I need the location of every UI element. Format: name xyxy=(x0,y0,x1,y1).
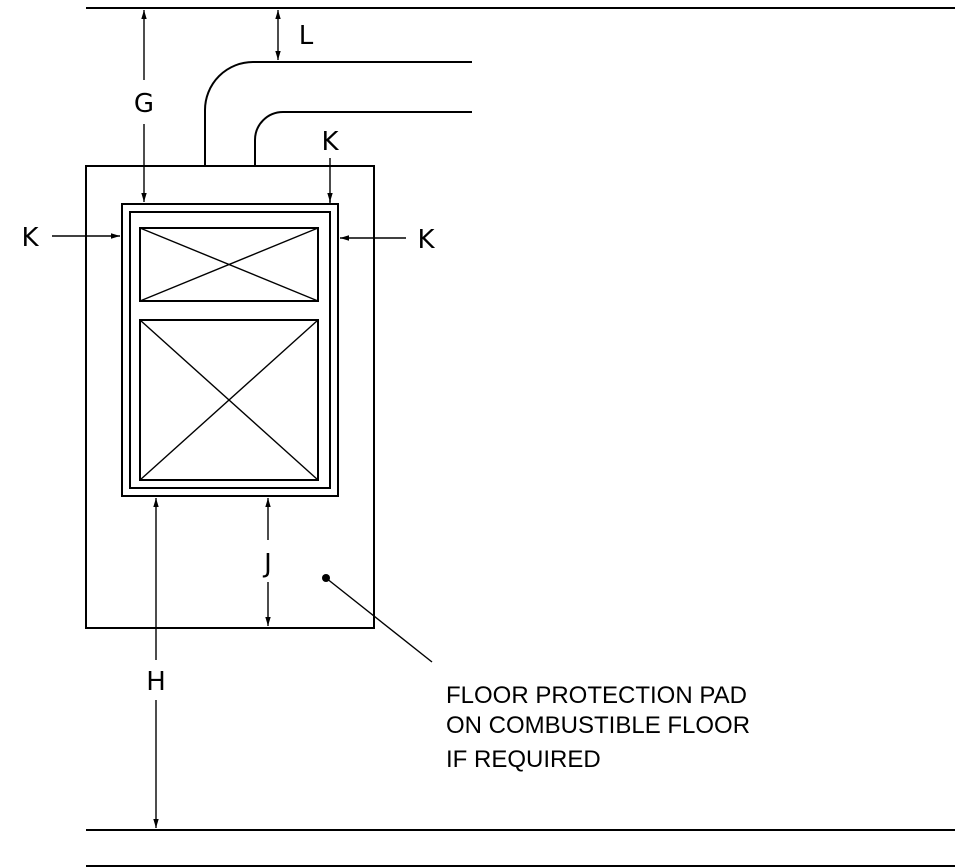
k-left-label: K xyxy=(21,223,39,253)
note-line-3: IF REQUIRED xyxy=(446,746,601,773)
floor-protection-pad xyxy=(85,165,375,629)
k-top-label: K xyxy=(321,127,339,157)
k-right-label: K xyxy=(417,225,435,255)
heater-inner-frame xyxy=(129,211,331,489)
g-label: G xyxy=(134,89,154,119)
j-label: J xyxy=(262,549,272,579)
connector-pipe-inner xyxy=(254,111,472,166)
h-label: H xyxy=(146,667,166,697)
heater-lower-panel xyxy=(139,319,319,481)
heater-outer-frame xyxy=(121,203,339,497)
upper-panel-cross-2 xyxy=(139,227,319,302)
note-line-1: FLOOR PROTECTION PAD xyxy=(446,682,747,709)
lower-panel-cross-2 xyxy=(139,319,319,481)
heater-upper-panel xyxy=(139,227,319,302)
connector-pipe-outer xyxy=(204,61,472,166)
l-label: L xyxy=(299,21,314,51)
note-line-2: ON COMBUSTIBLE FLOOR xyxy=(446,712,750,739)
note-leader-line xyxy=(325,577,433,663)
